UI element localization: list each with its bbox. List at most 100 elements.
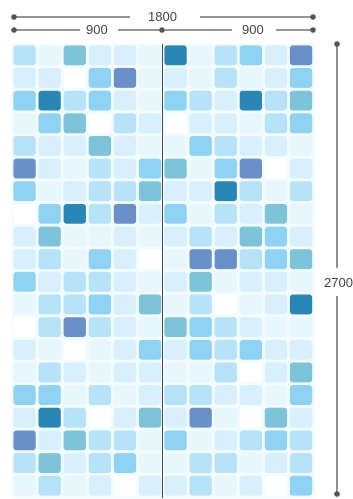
mosaic-tile [38, 294, 61, 315]
mosaic-tile [214, 181, 237, 202]
mosaic-tile [38, 68, 61, 88]
mosaic-tile [264, 271, 288, 292]
mosaic-tile [113, 453, 137, 473]
mosaic-tile [88, 362, 111, 383]
mosaic-tile [239, 453, 262, 473]
mosaic-tile [289, 475, 313, 496]
mosaic-tile [113, 271, 137, 292]
mosaic-tile [88, 45, 111, 66]
mosaic-tile [13, 45, 36, 66]
mosaic-tile [88, 317, 111, 338]
mosaic-tile [214, 68, 237, 88]
mosaic-tile [13, 294, 36, 315]
mosaic-tile [13, 249, 36, 270]
mosaic-tile [289, 430, 313, 451]
mosaic-tile [88, 113, 111, 134]
mosaic-tile [189, 249, 212, 270]
mosaic-tile [264, 90, 288, 111]
mosaic-tile [13, 317, 36, 338]
mosaic-tile [38, 203, 61, 224]
dim-dot [310, 14, 316, 20]
mosaic-tile [138, 203, 162, 224]
mosaic-tile [138, 317, 162, 338]
mosaic-tile [38, 430, 61, 451]
mosaic-tile [189, 407, 212, 428]
mosaic-tile [38, 362, 61, 383]
mosaic-tile [289, 453, 313, 473]
mosaic-tile [38, 90, 61, 111]
mosaic-tile [13, 430, 36, 451]
mosaic-tile [38, 136, 61, 156]
mosaic-tile [289, 385, 313, 405]
mosaic-tile [239, 430, 262, 451]
mosaic-tile [38, 45, 61, 66]
mosaic-tile [13, 339, 36, 360]
mosaic-tile [13, 203, 36, 224]
mosaic-tile [13, 271, 36, 292]
mosaic-tile [38, 339, 61, 360]
mosaic-tile [264, 407, 288, 428]
mosaic-tile [63, 68, 86, 88]
mosaic-tile [239, 339, 262, 360]
mosaic-tile [264, 294, 288, 315]
mosaic-tile [38, 385, 61, 405]
mosaic-tile [214, 339, 237, 360]
mosaic-tile [138, 294, 162, 315]
mosaic-tile [214, 385, 237, 405]
mosaic-tile [138, 339, 162, 360]
mosaic-tile [189, 203, 212, 224]
mosaic-tile [239, 90, 262, 111]
mosaic-tile [164, 271, 187, 292]
mosaic-tile [38, 249, 61, 270]
mosaic-tile [113, 158, 137, 179]
dim-dot [159, 27, 165, 33]
mosaic-tile [289, 158, 313, 179]
mosaic-tile [138, 453, 162, 473]
mosaic-tile [164, 158, 187, 179]
mosaic-tile [239, 136, 262, 156]
mosaic-tile [264, 68, 288, 88]
mosaic-tile [289, 271, 313, 292]
mosaic-tile [138, 45, 162, 66]
mosaic-tile [189, 430, 212, 451]
mosaic-tile [88, 203, 111, 224]
mosaic-tile [138, 226, 162, 247]
mosaic-tile [38, 113, 61, 134]
mosaic-tile [63, 339, 86, 360]
mosaic-tile [13, 453, 36, 473]
mosaic-tile [264, 158, 288, 179]
mosaic-tile [164, 90, 187, 111]
mosaic-tile [13, 385, 36, 405]
mosaic-tile [138, 249, 162, 270]
mosaic-tile [239, 226, 262, 247]
mosaic-tile [189, 362, 212, 383]
mosaic-tile [189, 158, 212, 179]
mosaic-tile [63, 453, 86, 473]
mosaic-tile [214, 113, 237, 134]
mosaic-tile [289, 294, 313, 315]
mosaic-tile [63, 362, 86, 383]
mosaic-tile [164, 203, 187, 224]
mosaic-tile [289, 136, 313, 156]
left-panel-width-label: 900 [86, 22, 108, 37]
mosaic-tile [13, 113, 36, 134]
mosaic-tile [239, 181, 262, 202]
mosaic-tile [239, 68, 262, 88]
mosaic-tile [214, 294, 237, 315]
mosaic-tile [289, 203, 313, 224]
mosaic-tile [88, 136, 111, 156]
mosaic-tile [164, 249, 187, 270]
mosaic-tile [214, 317, 237, 338]
mosaic-tile [113, 317, 137, 338]
mosaic-tile [38, 317, 61, 338]
mosaic-tile [138, 362, 162, 383]
mosaic-tile [138, 430, 162, 451]
mosaic-tile [239, 249, 262, 270]
dim-dot [310, 27, 316, 33]
mosaic-tile [289, 68, 313, 88]
mosaic-tile [164, 362, 187, 383]
mosaic-tile [264, 317, 288, 338]
mosaic-tile [138, 271, 162, 292]
mosaic-tile [164, 136, 187, 156]
mosaic-tile [164, 475, 187, 496]
